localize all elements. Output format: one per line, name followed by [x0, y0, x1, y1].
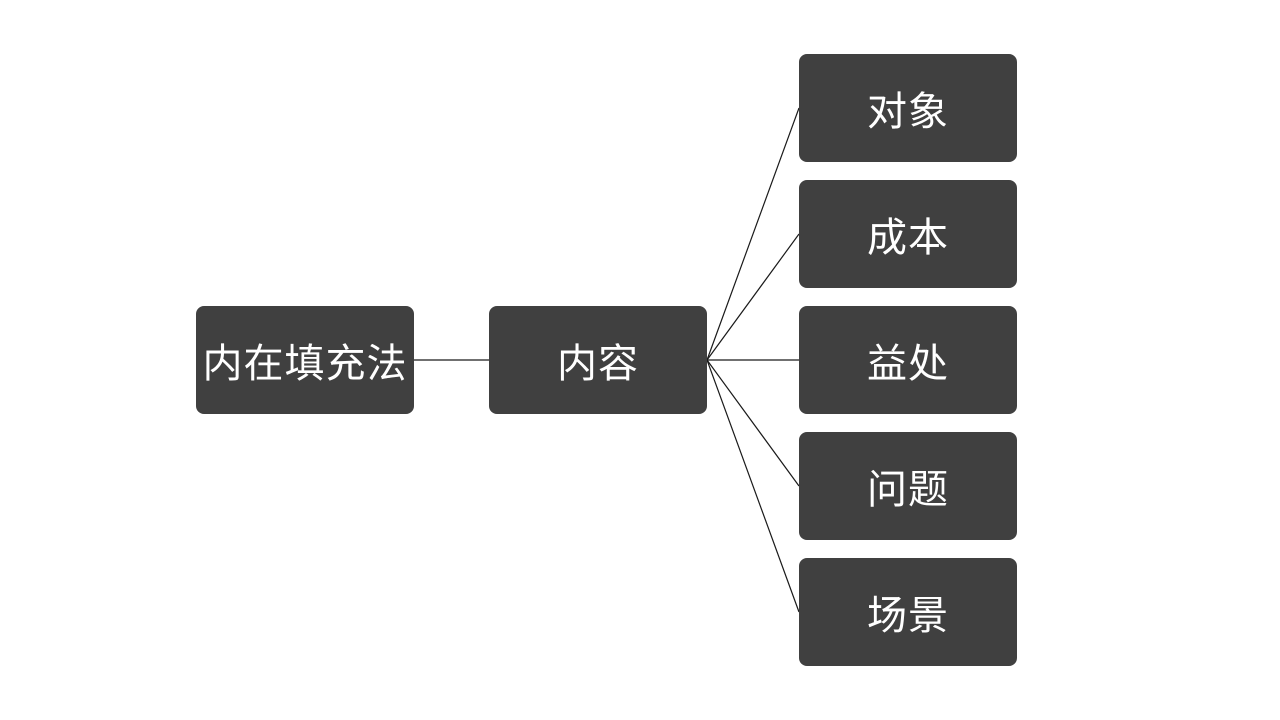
leaf-node-problem[interactable]: 问题: [799, 432, 1017, 540]
connector-middle-to-leaf-1: [706, 233, 800, 361]
connector-middle-to-leaf-3: [706, 359, 800, 487]
leaf-node-label: 对象: [867, 89, 949, 135]
root-node[interactable]: 内在填充法: [196, 306, 414, 414]
leaf-node-label: 问题: [867, 467, 949, 513]
connector-middle-to-leaf-4: [706, 359, 800, 613]
root-node-label: 内在填充法: [202, 341, 408, 387]
leaf-node-scene[interactable]: 场景: [799, 558, 1017, 666]
leaf-node-label: 场景: [867, 593, 949, 639]
middle-node[interactable]: 内容: [489, 306, 707, 414]
leaf-node-target[interactable]: 对象: [799, 54, 1017, 162]
middle-node-label: 内容: [557, 341, 639, 387]
leaf-node-label: 成本: [867, 215, 949, 261]
leaf-node-label: 益处: [867, 341, 949, 387]
leaf-node-cost[interactable]: 成本: [799, 180, 1017, 288]
connector-middle-to-leaf-0: [706, 107, 800, 361]
leaf-node-benefit[interactable]: 益处: [799, 306, 1017, 414]
